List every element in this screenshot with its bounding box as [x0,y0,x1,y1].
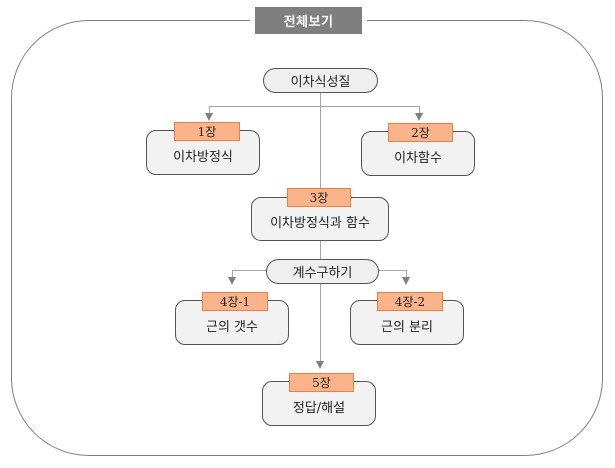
chapter-1-tag: 1장 [174,122,240,141]
chapter-1-label: 이차방정식 [173,150,233,165]
arrow-down-icon [205,113,213,121]
chapter-2-tag: 2장 [388,123,453,142]
chapter-5-label: 정답/해설 [292,401,346,416]
chapter-4-2-tag: 4장-2 [377,292,443,311]
chapter-4-1-tag: 4장-1 [202,292,268,311]
connector-left-drop [209,106,210,114]
root-node[interactable]: 이차식성질 [263,68,378,93]
connector-mid-right [378,270,406,271]
chapter-2-label: 이차함수 [394,151,442,166]
arrow-down-icon [415,113,423,121]
arrow-down-icon [402,277,410,285]
chapter-4-2-box[interactable]: 근의 분리 [350,300,464,345]
chapter-5-tag: 5장 [289,373,354,392]
chapter-4-1-label: 근의 갯수 [206,320,258,335]
branch-node[interactable]: 계수구하기 [266,259,379,284]
connector-mid-left [232,270,268,271]
connector-mid-left-drop [232,270,233,278]
arrow-down-icon [316,361,324,369]
overview-title: 전체보기 [255,7,362,34]
connector-mid-right-drop [406,270,407,278]
arrow-down-icon [228,277,236,285]
chapter-3-tag: 3장 [287,188,351,207]
connector-top-horizontal [209,106,420,107]
chapter-3-label: 이차방정식과 함수 [270,216,370,231]
connector-right-drop [419,106,420,114]
chapter-4-2-label: 근의 분리 [381,320,433,335]
